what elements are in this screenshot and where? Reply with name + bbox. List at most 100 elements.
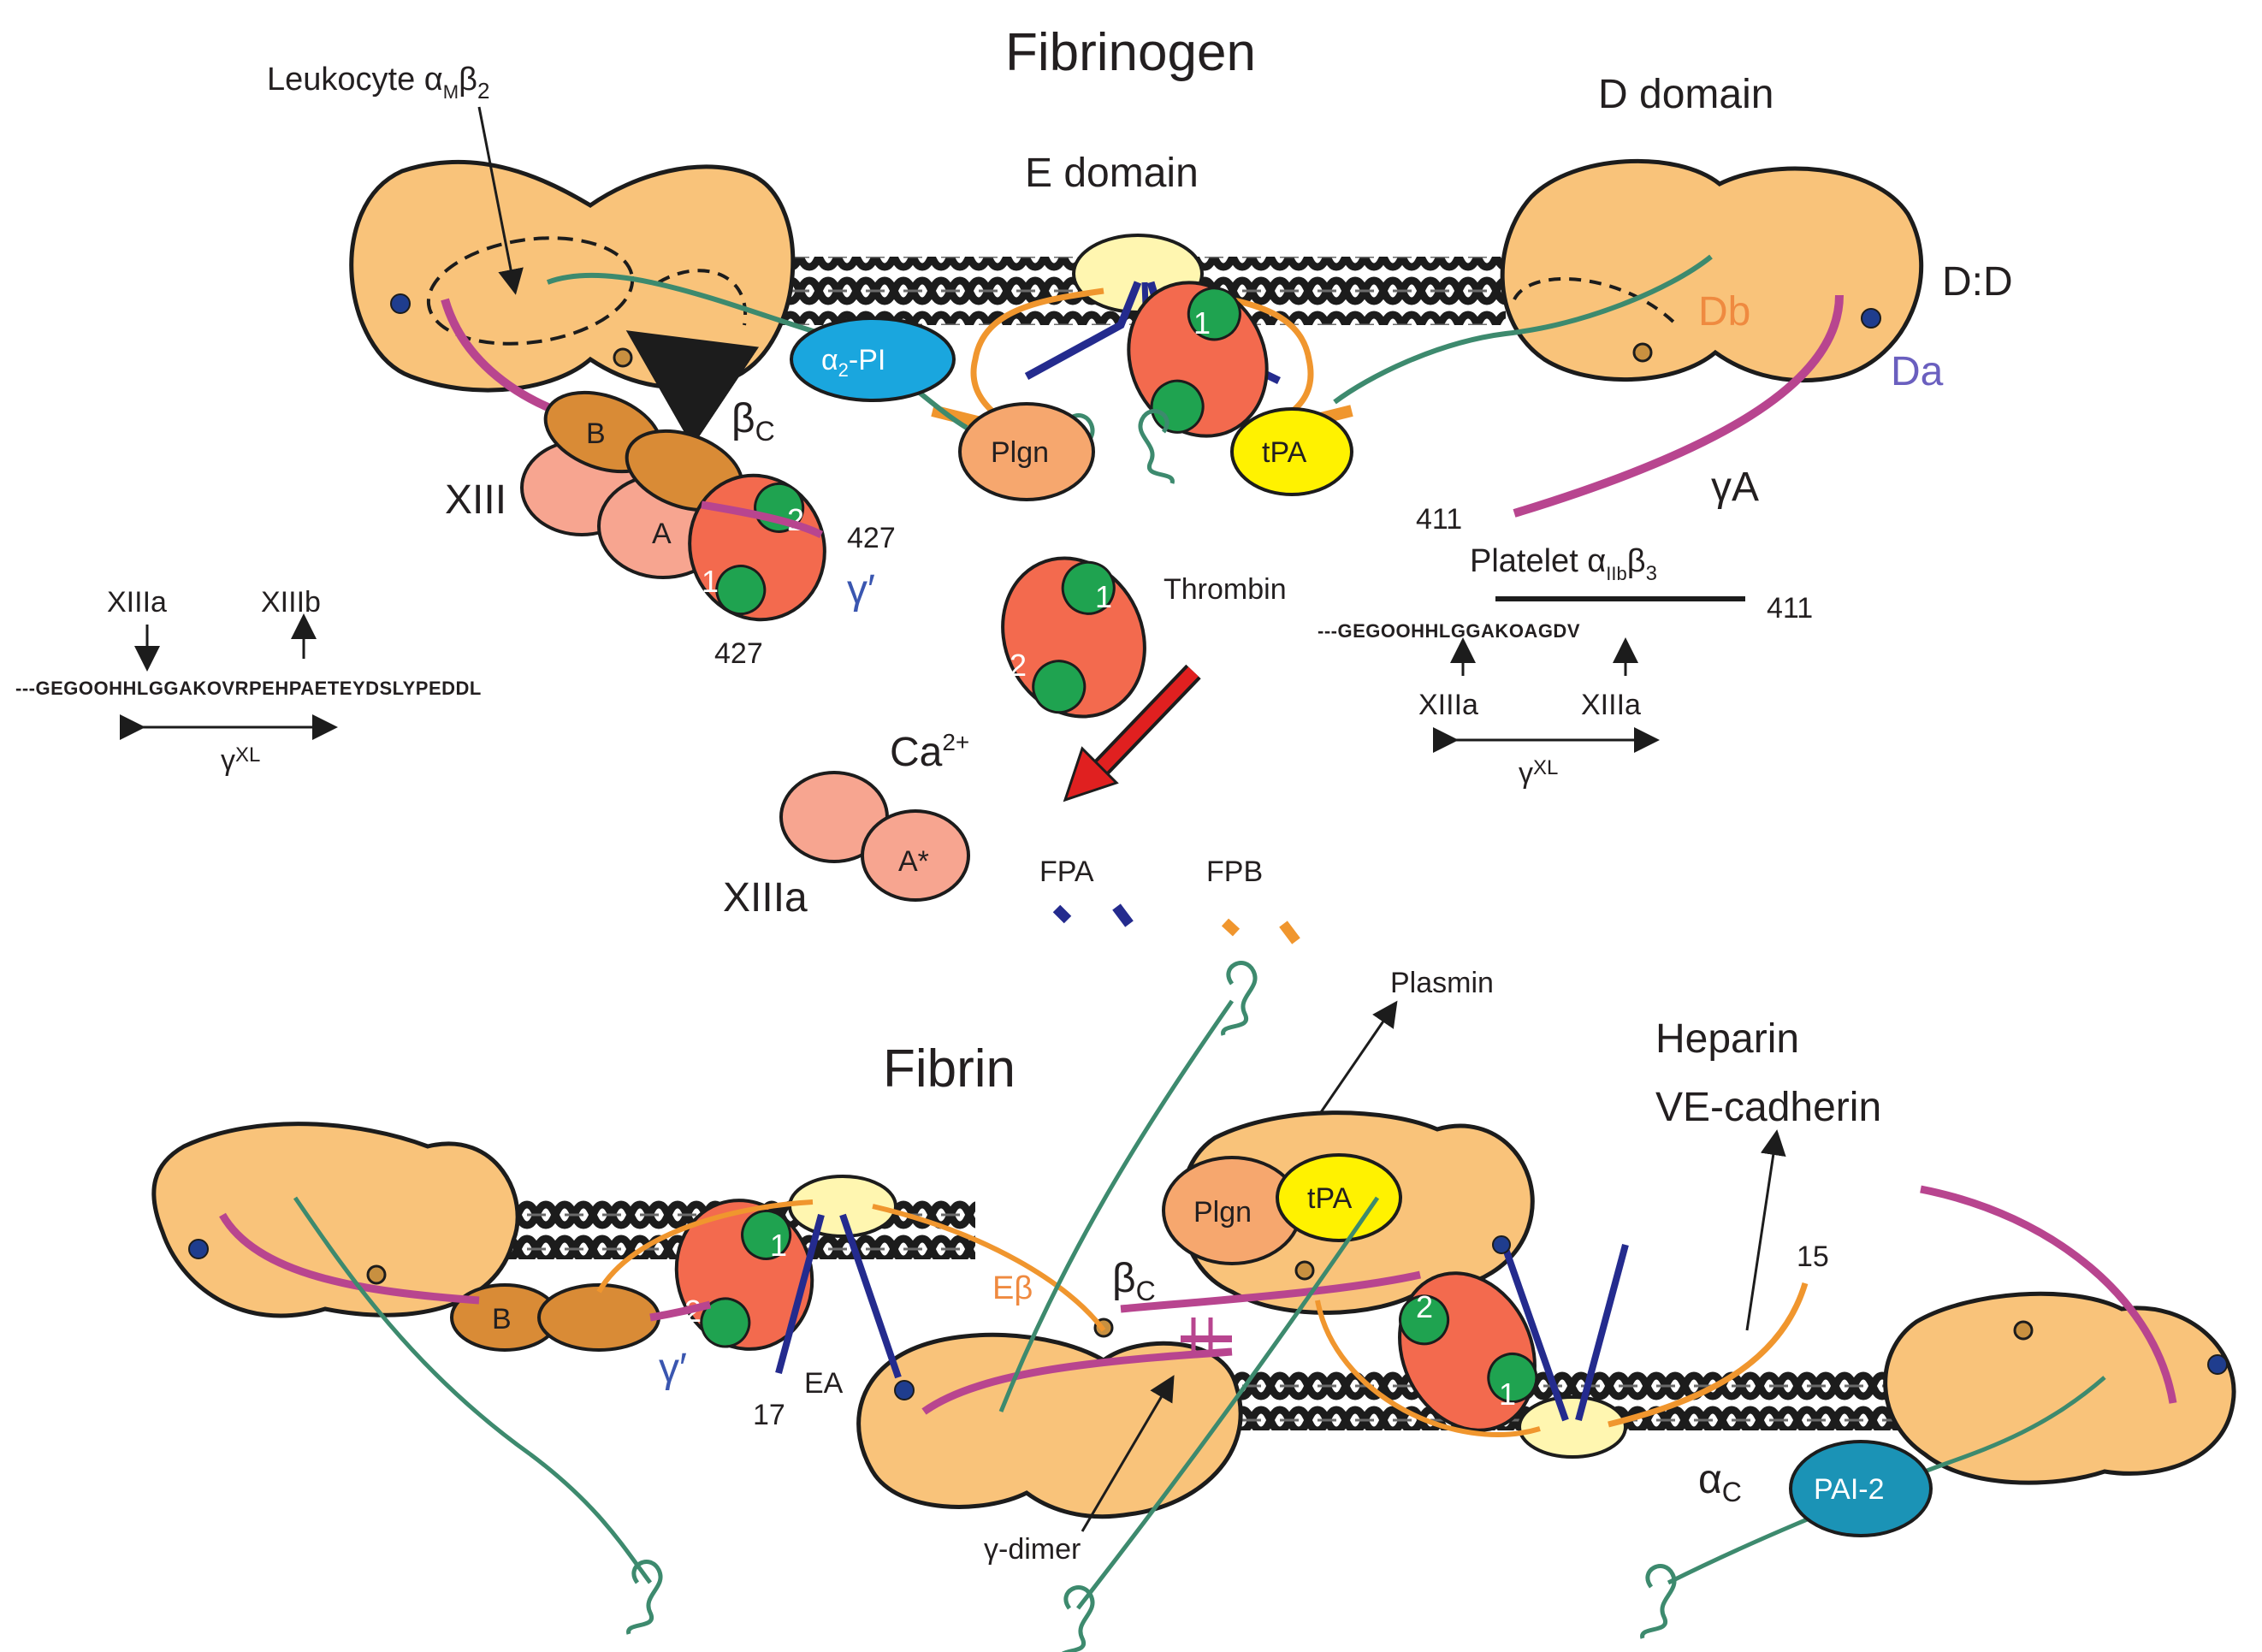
thrombin-free — [1001, 556, 1146, 719]
label-427-lower: 427 — [714, 637, 763, 670]
alpha-chain-right-top — [1333, 254, 1713, 405]
label-heparin: Heparin — [1655, 1016, 1799, 1062]
fpb-fragment-1 — [1221, 918, 1241, 937]
label-thrombin: Thrombin — [1164, 573, 1287, 606]
alpha-stub-ea-mid — [839, 1213, 902, 1379]
thrombin-bottom-left — [674, 1199, 814, 1351]
fpb-fragment-2 — [1279, 921, 1300, 944]
label-fpb: FPB — [1206, 856, 1263, 888]
label-alpha-c-bottom: αC — [1698, 1457, 1742, 1507]
d-left-knob-small — [613, 347, 633, 368]
e-domain-core-bottom-right — [1518, 1395, 1627, 1459]
label-411-upper: 411 — [1416, 503, 1462, 536]
label-xiiia-left: XIIIa — [107, 586, 167, 619]
d-bottom-right-knob-small — [2013, 1320, 2034, 1341]
label-gamma-a: γA — [1711, 465, 1759, 510]
thrombin-br-exosite-2: 2 — [1416, 1289, 1433, 1324]
red-arrow-activation-fill — [1090, 666, 1199, 779]
gamma-chain-bottom-right — [1920, 1185, 2177, 1404]
label-a-star: A* — [898, 845, 929, 878]
label-gammaxl-right: γXL — [1519, 756, 1558, 790]
alpha-stub-br-1 — [1502, 1247, 1569, 1422]
alpha-chain-bottom-center-2 — [1076, 1196, 1380, 1610]
xiii-b-bottom-2 — [537, 1283, 660, 1352]
beta-chain-left-top — [970, 287, 1104, 422]
gamma-chain-bottom-center — [921, 1347, 1233, 1415]
alpha-stub-ea-left — [775, 1213, 825, 1375]
alpha-c-coil-right-top — [1138, 409, 1175, 484]
sequence-gamma-prime: ---GEGOOHHLGGAKOVRPEHPAETEYDSLYPEDDL — [15, 678, 482, 699]
heparin-arrow — [1745, 1129, 1786, 1331]
fpa-left-top — [1024, 281, 1142, 380]
label-ea: EA — [804, 1367, 844, 1400]
gamma-dimer-arrow — [1081, 1375, 1175, 1532]
label-xiiia-r2: XIIIa — [1581, 689, 1641, 721]
d-domain-bottom-right — [1883, 1291, 2236, 1485]
label-beta-c-bottom: βC — [1112, 1256, 1156, 1306]
pai-2 — [1789, 1440, 1933, 1537]
beta-chain-bottom-right — [1315, 1300, 1541, 1437]
alpha-c-coil-bottom-left — [626, 1560, 663, 1635]
label-427-upper: 427 — [847, 522, 896, 554]
label-411-lower: 411 — [1767, 592, 1813, 625]
label-alpha2-pi: α2-PI — [821, 344, 885, 381]
alpha-c-coil-top-fibrin — [1221, 961, 1258, 1036]
label-leukocyte: Leukocyte αMβ2 — [267, 62, 489, 104]
thrombin-bl-exosite-1: 1 — [770, 1228, 787, 1263]
thrombin-br-exosite-1: 1 — [1499, 1377, 1516, 1412]
label-xiii-a: A — [652, 518, 672, 550]
d-right-knob-small — [1632, 342, 1653, 363]
tpa-bottom — [1276, 1153, 1402, 1242]
fpa-fragment-1 — [1052, 904, 1072, 924]
gamma-prime-chain-top — [701, 500, 824, 539]
d-right-knob-blue — [1861, 308, 1881, 329]
title-fibrin: Fibrin — [883, 1039, 1016, 1098]
d-bottom-center-knob-blue — [894, 1380, 915, 1400]
label-eb-bottom: Eβ — [992, 1270, 1033, 1306]
xiiia-subunit-2 — [861, 809, 970, 902]
d-bottom-left-knob-small — [366, 1264, 387, 1285]
leukocyte-arrow — [477, 106, 524, 295]
label-gamma-dimer: γ-dimer — [984, 1533, 1081, 1566]
alpha-stub-br-knob — [1492, 1235, 1511, 1254]
alpha-c-coil-bottom-right — [1640, 1564, 1677, 1639]
d-bottom-left-knob-blue — [188, 1239, 209, 1259]
label-fpa: FPA — [1039, 856, 1094, 888]
d-domain-right — [1500, 158, 1924, 383]
title-fibrinogen: Fibrinogen — [1005, 23, 1256, 82]
label-dd: D:D — [1942, 259, 2013, 305]
label-15: 15 — [1797, 1240, 1829, 1273]
d-bottom-right-knob-blue — [2207, 1354, 2228, 1375]
label-gammaxl-left: γXL — [221, 743, 260, 777]
beta-chain-bottom-left — [596, 1199, 814, 1294]
label-xiii: XIII — [445, 477, 506, 523]
label-da: Da — [1891, 349, 1944, 394]
fpa-fragment-2 — [1112, 903, 1134, 927]
tpa-top — [1230, 407, 1353, 496]
label-xiiib-left: XIIIb — [261, 586, 321, 619]
thrombin-top — [1127, 281, 1269, 438]
label-xiiia-big: XIIIa — [723, 875, 808, 921]
gamma-chain-bottom-dimer — [1120, 1270, 1421, 1313]
gamma-chain-bottom-gprime — [649, 1300, 712, 1322]
label-tpa-top: tPA — [1262, 436, 1307, 469]
alpha-stub-br-2 — [1575, 1243, 1629, 1422]
beta-chain-bottom-15 — [1608, 1282, 1809, 1428]
label-ca: Ca2+ — [890, 729, 969, 775]
label-gamma-prime-bottom: γ′ — [659, 1346, 687, 1391]
label-db: Db — [1698, 289, 1750, 335]
thrombin-xiii-exosite-1: 1 — [702, 564, 719, 599]
red-arrow-activation-head — [1063, 746, 1119, 802]
d-bottom-upper-knob-small — [1294, 1260, 1315, 1281]
d-right-hole — [1513, 277, 1679, 327]
gamma-chain-bottom-left — [219, 1212, 480, 1305]
d-domain-bottom-left — [151, 1122, 520, 1318]
label-pai-2: PAI-2 — [1814, 1473, 1885, 1506]
label-platelet: Platelet αIIbβ3 — [1470, 543, 1657, 585]
red-arrow-beta-c — [625, 330, 760, 447]
label-17: 17 — [753, 1399, 785, 1431]
d-left-knob-blue — [390, 293, 411, 314]
alpha2-pi — [790, 317, 956, 402]
label-xiii-b: B — [586, 417, 606, 450]
